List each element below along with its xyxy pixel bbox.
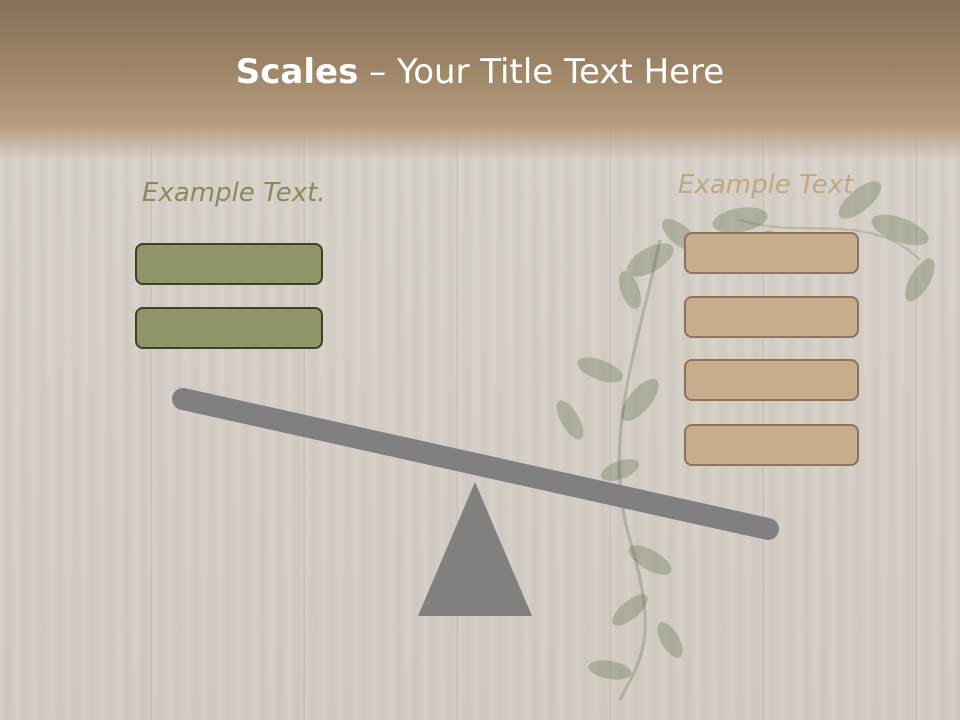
title-rest: – Your Title Text Here <box>358 52 725 92</box>
left-box-1 <box>135 243 323 285</box>
right-box-2 <box>684 296 859 338</box>
right-box-3 <box>684 359 859 401</box>
seesaw-beam <box>172 388 779 540</box>
seesaw-fulcrum <box>418 482 532 616</box>
left-example-text: Example Text. <box>142 178 326 208</box>
title-bold: Scales <box>235 52 359 92</box>
title-band <box>0 0 960 160</box>
right-box-4 <box>684 424 859 466</box>
slide-title: Scales – Your Title Text Here <box>0 52 960 92</box>
right-box-1 <box>684 232 859 274</box>
left-box-2 <box>135 307 323 349</box>
right-example-text: Example Text. <box>678 170 862 200</box>
